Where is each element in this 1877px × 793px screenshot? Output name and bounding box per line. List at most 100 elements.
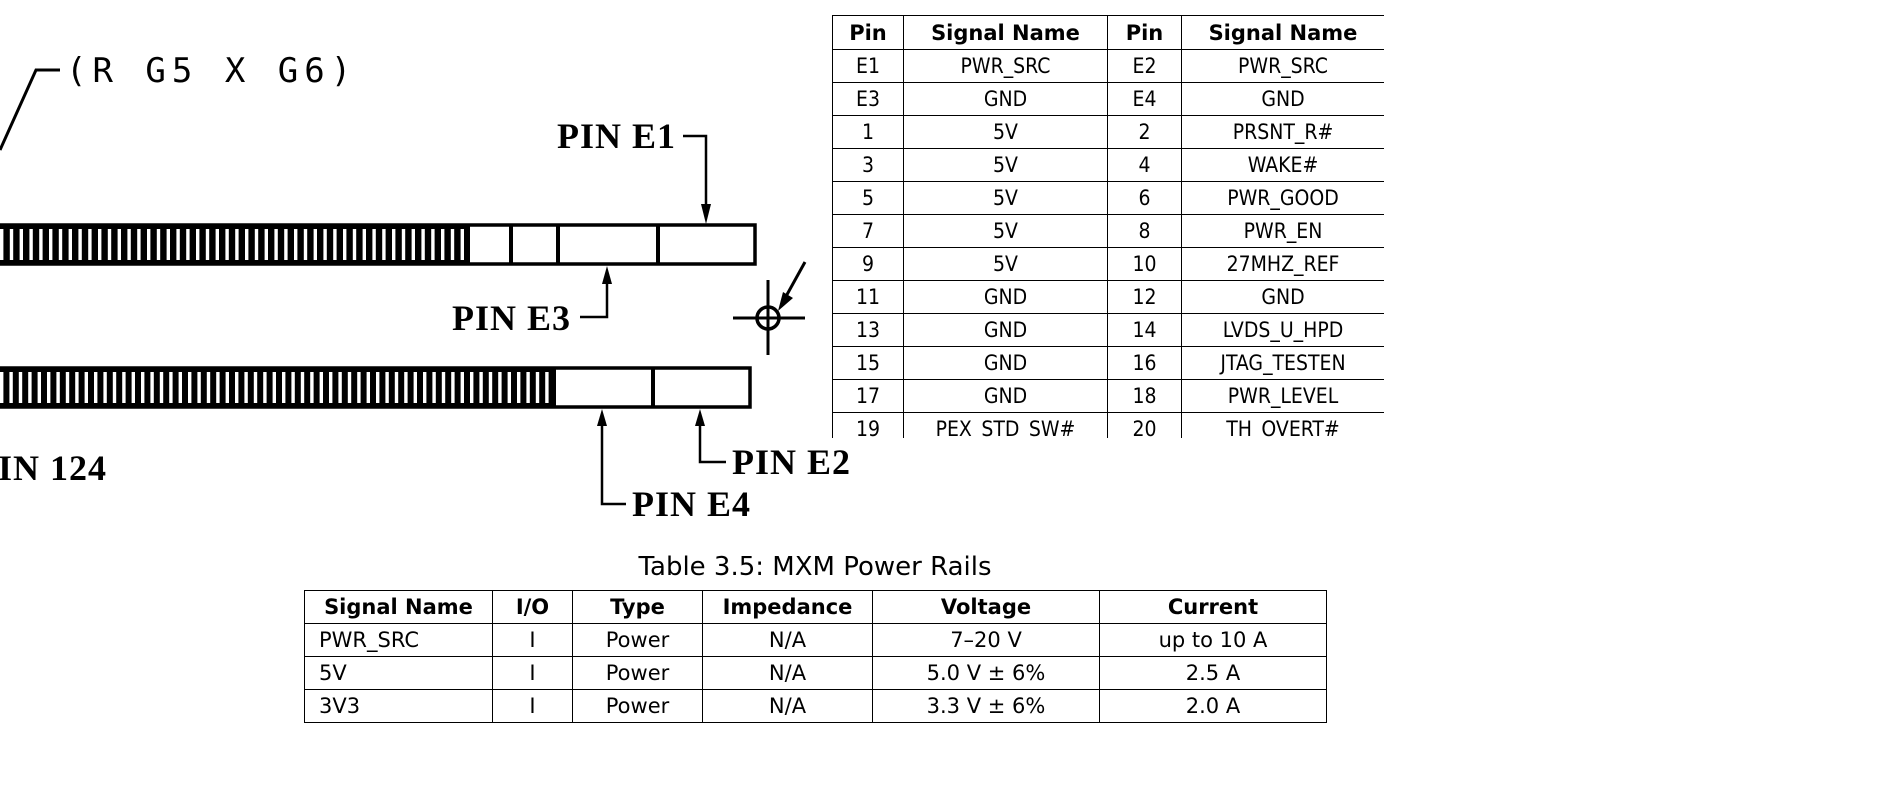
pin-cell: 1 xyxy=(832,115,904,149)
pin-contact xyxy=(159,372,164,403)
pin-cell: 8 xyxy=(1107,214,1182,248)
pin-cell: 14 xyxy=(1107,313,1182,347)
voltage-cell: 7–20 V xyxy=(872,623,1100,657)
column-header-type: Type xyxy=(572,590,703,624)
pin-contact xyxy=(526,372,530,403)
pin-contact xyxy=(347,372,352,403)
signal-cell: 5V xyxy=(903,214,1108,248)
column-header-signal-name: Signal Name xyxy=(903,15,1108,50)
pin-contact xyxy=(404,372,408,403)
pin-cell: 5 xyxy=(832,181,904,215)
pin-contact xyxy=(112,372,117,403)
pin-contact xyxy=(103,372,107,403)
pin-contact xyxy=(319,372,323,403)
pin-contact xyxy=(37,372,41,403)
pin-contact xyxy=(9,372,13,403)
pin-contact xyxy=(49,229,53,260)
signal-cell: PEX_STD_SW# xyxy=(903,412,1108,438)
pin-contact xyxy=(68,229,72,260)
pin-e1-arrowhead xyxy=(701,204,711,224)
pin-contact xyxy=(244,372,248,403)
signal-cell: 5V xyxy=(903,247,1108,281)
pin-contact xyxy=(137,229,141,260)
pin-cell: 16 xyxy=(1107,346,1182,380)
pin-contact xyxy=(376,372,380,403)
pin-contact xyxy=(323,229,327,260)
pin-contact xyxy=(284,229,288,260)
pin-contact xyxy=(372,229,376,260)
pin-e2-label: PIN E2 xyxy=(732,442,851,482)
pin-contact xyxy=(253,372,258,403)
bottom-row-outline xyxy=(0,366,752,409)
pin-cell: 12 xyxy=(1107,280,1182,314)
pin-contact xyxy=(225,372,229,403)
column-header-pin: Pin xyxy=(832,15,904,50)
pin-contact xyxy=(88,229,92,260)
pin-contact xyxy=(196,229,200,260)
power-table-caption: Table 3.5: MXM Power Rails xyxy=(638,552,992,582)
pin-contact xyxy=(545,372,549,403)
table-row: 3V3 I Power N/A 3.3 V ± 6% 2.0 A xyxy=(304,689,1327,723)
pin-contact xyxy=(392,229,396,260)
top-row-outline xyxy=(0,223,757,266)
pin-contact xyxy=(188,372,192,403)
pin-e4-label: PIN E4 xyxy=(632,484,751,524)
pin-contact xyxy=(178,372,182,403)
pin-contact xyxy=(313,229,317,260)
pin-contact xyxy=(303,229,308,260)
top-connector-row xyxy=(0,223,757,266)
table-row: PWR_SRC I Power N/A 7–20 V up to 10 A xyxy=(304,623,1327,657)
signal-cell: GND xyxy=(903,313,1108,347)
pin-contact xyxy=(517,372,521,403)
pin-contact xyxy=(127,229,131,260)
keying-note-label: (R G5 X G6) xyxy=(66,51,357,91)
pin-contact xyxy=(131,372,135,403)
pin-contact xyxy=(274,229,278,260)
pin-contact xyxy=(245,229,249,260)
signal-cell: PWR_SRC xyxy=(903,49,1108,83)
pin-stripe-band xyxy=(0,225,470,264)
type-cell: Power xyxy=(572,656,703,690)
signal-cell: GND xyxy=(1181,280,1384,314)
pin-contact xyxy=(235,229,239,260)
pin-contact xyxy=(0,229,4,260)
signal-cell: 5V xyxy=(903,181,1108,215)
pin-contact xyxy=(382,229,386,260)
pin-e4-leader xyxy=(600,420,626,506)
voltage-cell: 5.0 V ± 6% xyxy=(872,656,1100,690)
keying-leader-line xyxy=(0,68,60,151)
pin-contact xyxy=(107,229,112,260)
pin-contact xyxy=(56,372,60,403)
leader-arrow-icon xyxy=(778,261,807,311)
pin-contact xyxy=(441,229,445,260)
pin-contact xyxy=(300,372,305,403)
current-cell: 2.0 A xyxy=(1099,689,1327,723)
pin-cell: 20 xyxy=(1107,412,1182,438)
signal-cell: PRSNT_R# xyxy=(1181,115,1384,149)
column-header-signal-name: Signal Name xyxy=(1181,15,1384,50)
pin-e2-arrowhead xyxy=(695,409,705,426)
pin-contact xyxy=(401,229,406,260)
pin-contact xyxy=(310,372,314,403)
pin-cell: E2 xyxy=(1107,49,1182,83)
voltage-cell: 3.3 V ± 6% xyxy=(872,689,1100,723)
pin-contact xyxy=(479,372,483,403)
pin-contact xyxy=(166,229,170,260)
signal-cell: GND xyxy=(903,346,1108,380)
signal-cell: PWR_EN xyxy=(1181,214,1384,248)
pin-contact xyxy=(421,229,425,260)
current-cell: up to 10 A xyxy=(1099,623,1327,657)
pin-contact xyxy=(147,229,151,260)
io-cell: I xyxy=(492,623,573,657)
signal-name-cell: 3V3 xyxy=(304,689,493,723)
io-cell: I xyxy=(492,656,573,690)
pin-e3-leader xyxy=(580,276,609,319)
